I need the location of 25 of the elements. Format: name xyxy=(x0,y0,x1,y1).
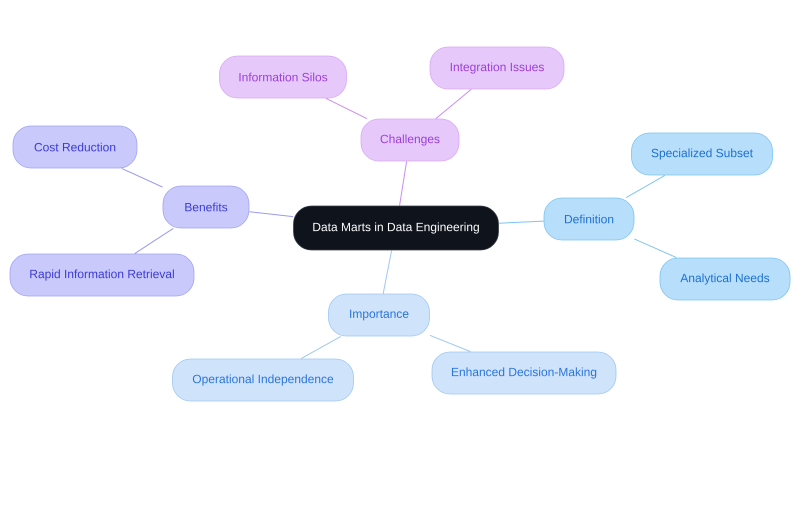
branch-box: Rapid Information Retrieval xyxy=(10,254,194,296)
connector-line xyxy=(134,228,174,254)
branch-box: Analytical Needs xyxy=(660,258,790,300)
branch-box: Enhanced Decision-Making xyxy=(432,352,616,394)
connector-line xyxy=(382,250,392,294)
topic-box: Data Marts in Data Engineering xyxy=(293,206,499,250)
branch-box: Definition xyxy=(544,198,634,240)
branch-box: Importance xyxy=(328,294,430,336)
branch-box: Operational Independence xyxy=(172,358,354,402)
connector-line xyxy=(326,98,368,120)
connector-line xyxy=(626,174,666,198)
branch-box: Cost Reduction xyxy=(12,126,138,168)
connector-line xyxy=(435,88,472,120)
connector-line xyxy=(429,334,472,352)
branch-box: Information Silos xyxy=(219,56,347,98)
connector-line xyxy=(248,211,294,218)
branch-box: Challenges xyxy=(360,118,460,162)
connector-line xyxy=(300,336,342,360)
branch-box: Benefits xyxy=(162,186,250,228)
connector-line xyxy=(121,168,164,188)
branch-box: Integration Issues xyxy=(430,46,564,90)
connector-line xyxy=(634,238,678,258)
branch-box: Specialized Subset xyxy=(631,132,773,176)
connector-line xyxy=(399,160,408,206)
connector-line xyxy=(498,220,544,224)
